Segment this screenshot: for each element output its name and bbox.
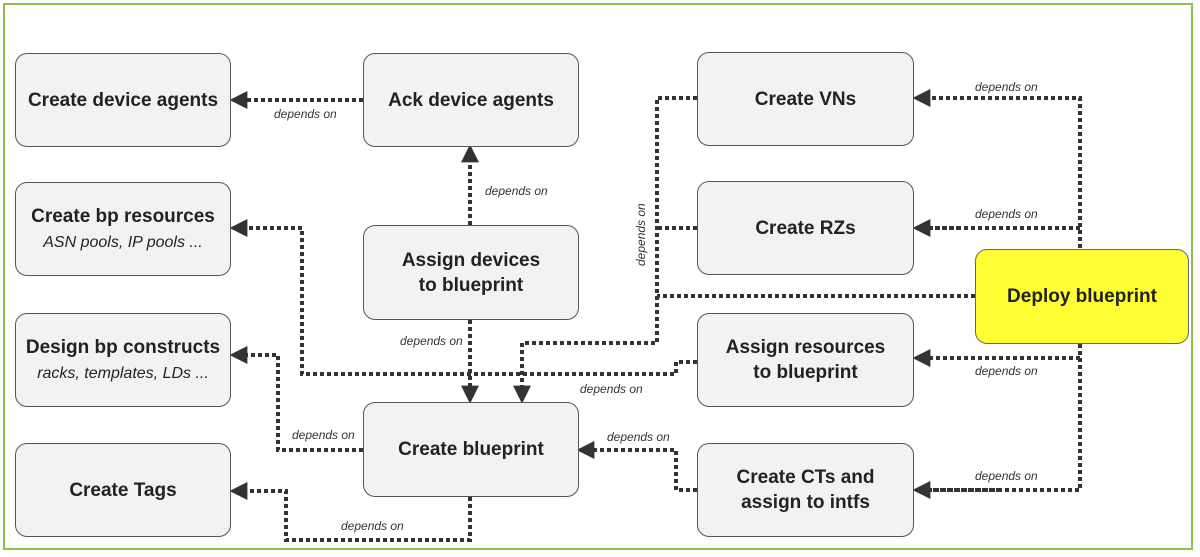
node-assign-devices: Assign devices to blueprint	[363, 225, 579, 320]
node-create-device-agents: Create device agents	[15, 53, 231, 147]
node-create-rzs: Create RZs	[697, 181, 914, 275]
node-design-bp-constructs: Design bp constructs racks, templates, L…	[15, 313, 231, 407]
edge-label: depends on	[634, 203, 648, 266]
node-ack-device-agents: Ack device agents	[363, 53, 579, 147]
edge-label: depends on	[975, 469, 1038, 483]
edge-label: depends on	[292, 428, 355, 442]
edge-label: depends on	[485, 184, 548, 198]
node-create-bp-resources: Create bp resources ASN pools, IP pools …	[15, 182, 231, 276]
node-title: Create VNs	[754, 88, 857, 110]
edge-label: depends on	[274, 107, 337, 121]
edge-label: depends on	[580, 382, 643, 396]
edge-cts-to-blueprint	[576, 441, 697, 492]
node-create-tags: Create Tags	[15, 443, 231, 537]
node-title-line1: Assign resources	[725, 337, 886, 358]
node-title-line1: Create CTs and	[736, 467, 875, 488]
edge-label: depends on	[975, 80, 1038, 94]
node-title: Create Tags	[69, 479, 177, 501]
edge-resources-to-bp-resources	[229, 219, 697, 376]
node-title: Create RZs	[755, 217, 856, 239]
edge-blueprint-to-design	[229, 346, 363, 452]
node-create-vns: Create VNs	[697, 52, 914, 146]
node-create-cts: Create CTs and assign to intfs	[697, 443, 914, 537]
node-title: Deploy blueprint	[1007, 286, 1157, 307]
node-deploy-blueprint: Deploy blueprint	[975, 249, 1189, 344]
edge-label: depends on	[607, 430, 670, 444]
edge-label: depends on	[975, 364, 1038, 378]
diagram-frame	[3, 3, 1193, 550]
edge-label: depends on	[975, 207, 1038, 221]
node-title: Ack device agents	[388, 89, 554, 111]
node-title-line2: assign to intfs	[741, 492, 870, 513]
edge-blueprint-to-tags	[229, 482, 472, 542]
node-title-line1: Assign devices	[401, 249, 541, 271]
node-title-line2: to blueprint	[753, 362, 858, 383]
node-title: Create blueprint	[398, 439, 544, 460]
node-title-line2: to blueprint	[418, 274, 524, 296]
node-title: Create device agents	[27, 89, 219, 111]
edge-deploy-to-vns	[912, 89, 1082, 248]
node-title: Design bp constructs	[25, 337, 221, 358]
node-create-blueprint: Create blueprint	[363, 402, 579, 497]
node-title: Create bp resources	[31, 206, 215, 227]
node-subtitle: racks, templates, LDs ...	[37, 365, 209, 382]
edge-label: depends on	[341, 519, 404, 533]
edge-label: depends on	[400, 334, 463, 348]
node-subtitle: ASN pools, IP pools ...	[43, 234, 203, 251]
node-assign-resources: Assign resources to blueprint	[697, 313, 914, 407]
